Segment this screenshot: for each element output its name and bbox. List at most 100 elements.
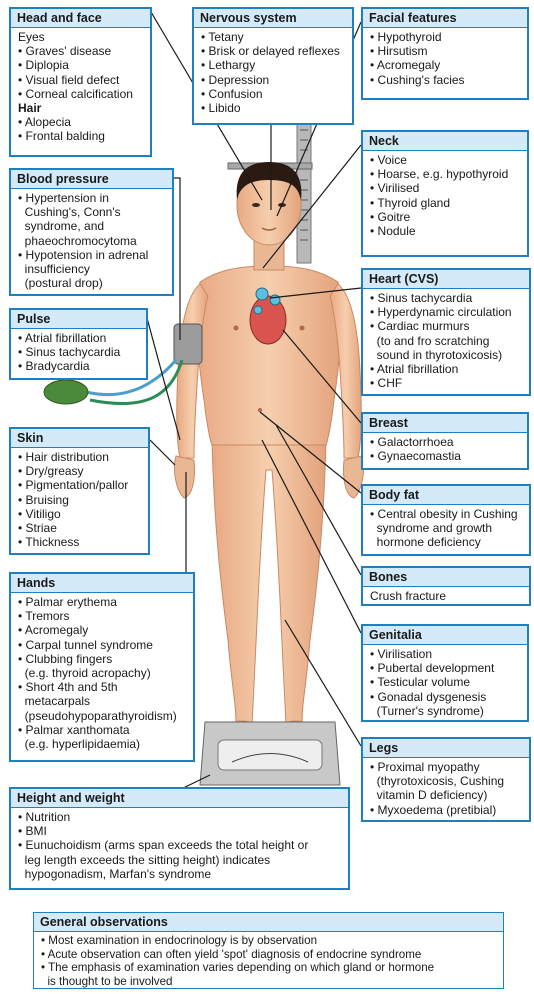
heart-item: • Atrial fibrillation [370, 362, 523, 376]
legs-item: • Myxoedema (pretibial) [370, 803, 523, 817]
neck-item: • Nodule [370, 224, 521, 238]
bp-item: • Hypertension in [18, 191, 166, 205]
nervous-system-title: Nervous system [194, 9, 352, 28]
hands-item: metacarpals [18, 694, 187, 708]
hands-item: (pseudohypoparathyroidism) [18, 709, 187, 723]
head-and-face-box: Head and face Eyes • Graves' disease • D… [9, 7, 152, 157]
nervous-item: • Confusion [201, 87, 346, 101]
blood-pressure-title: Blood pressure [11, 170, 172, 189]
nervous-item: • Libido [201, 101, 346, 115]
general-item: • The emphasis of examination varies dep… [41, 961, 497, 975]
bp-item: syndrome, and [18, 219, 166, 233]
hands-item: • Clubbing fingers [18, 652, 187, 666]
genitalia-item: (Turner's syndrome) [370, 704, 521, 718]
facial-item: • Hypothyroid [370, 30, 521, 44]
legs-title: Legs [363, 739, 529, 758]
body-fat-item: syndrome and growth [370, 521, 523, 535]
neck-item: • Virilised [370, 181, 521, 195]
facial-features-box: Facial features • Hypothyroid • Hirsutis… [361, 7, 529, 100]
eyes-item: • Visual field defect [18, 73, 144, 87]
bp-item: (postural drop) [18, 276, 166, 290]
hair-item: • Frontal balding [18, 129, 144, 143]
legs-item: • Proximal myopathy [370, 760, 523, 774]
breast-title: Breast [363, 414, 527, 433]
pulse-item: • Sinus tachycardia [18, 345, 140, 359]
bp-item: • Hypotension in adrenal [18, 248, 166, 262]
nervous-item: • Tetany [201, 30, 346, 44]
height-weight-item: • Eunuchoidism (arms span exceeds the to… [18, 838, 342, 852]
height-weight-box: Height and weight • Nutrition • BMI • Eu… [9, 787, 350, 890]
body-fat-item: • Central obesity in Cushing [370, 507, 523, 521]
hands-item: • Carpal tunnel syndrome [18, 638, 187, 652]
heart-item: • CHF [370, 376, 523, 390]
breast-item: • Gynaecomastia [370, 449, 521, 463]
skin-title: Skin [11, 429, 148, 448]
genitalia-item: • Virilisation [370, 647, 521, 661]
eyes-item: • Corneal calcification [18, 87, 144, 101]
heart-item: sound in thyrotoxicosis) [370, 348, 523, 362]
hands-item: • Tremors [18, 609, 187, 623]
breast-box: Breast • Galactorrhoea • Gynaecomastia [361, 412, 529, 470]
facial-item: • Acromegaly [370, 58, 521, 72]
general-item: • Most examination in endocrinology is b… [41, 934, 497, 948]
bp-item: phaeochromocytoma [18, 234, 166, 248]
neck-item: • Goitre [370, 210, 521, 224]
hands-item: • Palmar erythema [18, 595, 187, 609]
neck-title: Neck [363, 132, 527, 151]
legs-item: vitamin D deficiency) [370, 788, 523, 802]
bones-box: Bones Crush fracture [361, 566, 531, 606]
hands-box: Hands • Palmar erythema • Tremors • Acro… [9, 572, 195, 762]
height-weight-title: Height and weight [11, 789, 348, 808]
heart-box: Heart (CVS) • Sinus tachycardia • Hyperd… [361, 268, 531, 396]
height-weight-item: • BMI [18, 824, 342, 838]
heart-title: Heart (CVS) [363, 270, 529, 289]
heart-item: • Cardiac murmurs [370, 319, 523, 333]
skin-item: • Dry/greasy [18, 464, 142, 478]
pulse-item: • Atrial fibrillation [18, 331, 140, 345]
hair-item: • Alopecia [18, 115, 144, 129]
body-fat-item: hormone deficiency [370, 535, 523, 549]
body-fat-title: Body fat [363, 486, 529, 505]
hands-item: (e.g. hyperlipidaemia) [18, 737, 187, 751]
legs-item: (thyrotoxicosis, Cushing [370, 774, 523, 788]
genitalia-item: • Pubertal development [370, 661, 521, 675]
blood-pressure-box: Blood pressure • Hypertension in Cushing… [9, 168, 174, 296]
nervous-item: • Depression [201, 73, 346, 87]
bp-item: insufficiency [18, 262, 166, 276]
body-fat-box: Body fat • Central obesity in Cushing sy… [361, 484, 531, 556]
pulse-item: • Bradycardia [18, 359, 140, 373]
neck-box: Neck • Voice • Hoarse, e.g. hypothyroid … [361, 130, 529, 257]
breast-item: • Galactorrhoea [370, 435, 521, 449]
skin-item: • Vitiligo [18, 507, 142, 521]
height-weight-item: • Nutrition [18, 810, 342, 824]
hands-item: • Short 4th and 5th [18, 680, 187, 694]
legs-box: Legs • Proximal myopathy (thyrotoxicosis… [361, 737, 531, 822]
pulse-box: Pulse • Atrial fibrillation • Sinus tach… [9, 308, 148, 380]
neck-item: • Voice [370, 153, 521, 167]
general-observations-box: General observations • Most examination … [33, 912, 504, 989]
general-item: • Acute observation can often yield 'spo… [41, 948, 497, 962]
weighing-scale [200, 722, 340, 785]
genitalia-item: • Gonadal dysgenesis [370, 690, 521, 704]
neck-item: • Hoarse, e.g. hypothyroid [370, 167, 521, 181]
heart-item: • Sinus tachycardia [370, 291, 523, 305]
hands-item: • Palmar xanthomata [18, 723, 187, 737]
bp-item: Cushing's, Conn's [18, 205, 166, 219]
skin-item: • Pigmentation/pallor [18, 478, 142, 492]
general-observations-title: General observations [34, 913, 503, 932]
bones-title: Bones [363, 568, 529, 587]
height-weight-item: hypogonadism, Marfan's syndrome [18, 867, 342, 881]
hands-item: • Acromegaly [18, 623, 187, 637]
skin-item: • Hair distribution [18, 450, 142, 464]
hair-label: Hair [18, 101, 144, 115]
height-weight-item: leg length exceeds the sitting height) i… [18, 853, 342, 867]
head-and-face-title: Head and face [11, 9, 150, 28]
human-figure [174, 162, 363, 735]
eyes-item: • Graves' disease [18, 44, 144, 58]
pulse-title: Pulse [11, 310, 146, 329]
facial-item: • Cushing's facies [370, 73, 521, 87]
nervous-item: • Lethargy [201, 58, 346, 72]
nervous-item: • Brisk or delayed reflexes [201, 44, 346, 58]
heart-item: • Hyperdynamic circulation [370, 305, 523, 319]
skin-box: Skin • Hair distribution • Dry/greasy • … [9, 427, 150, 555]
